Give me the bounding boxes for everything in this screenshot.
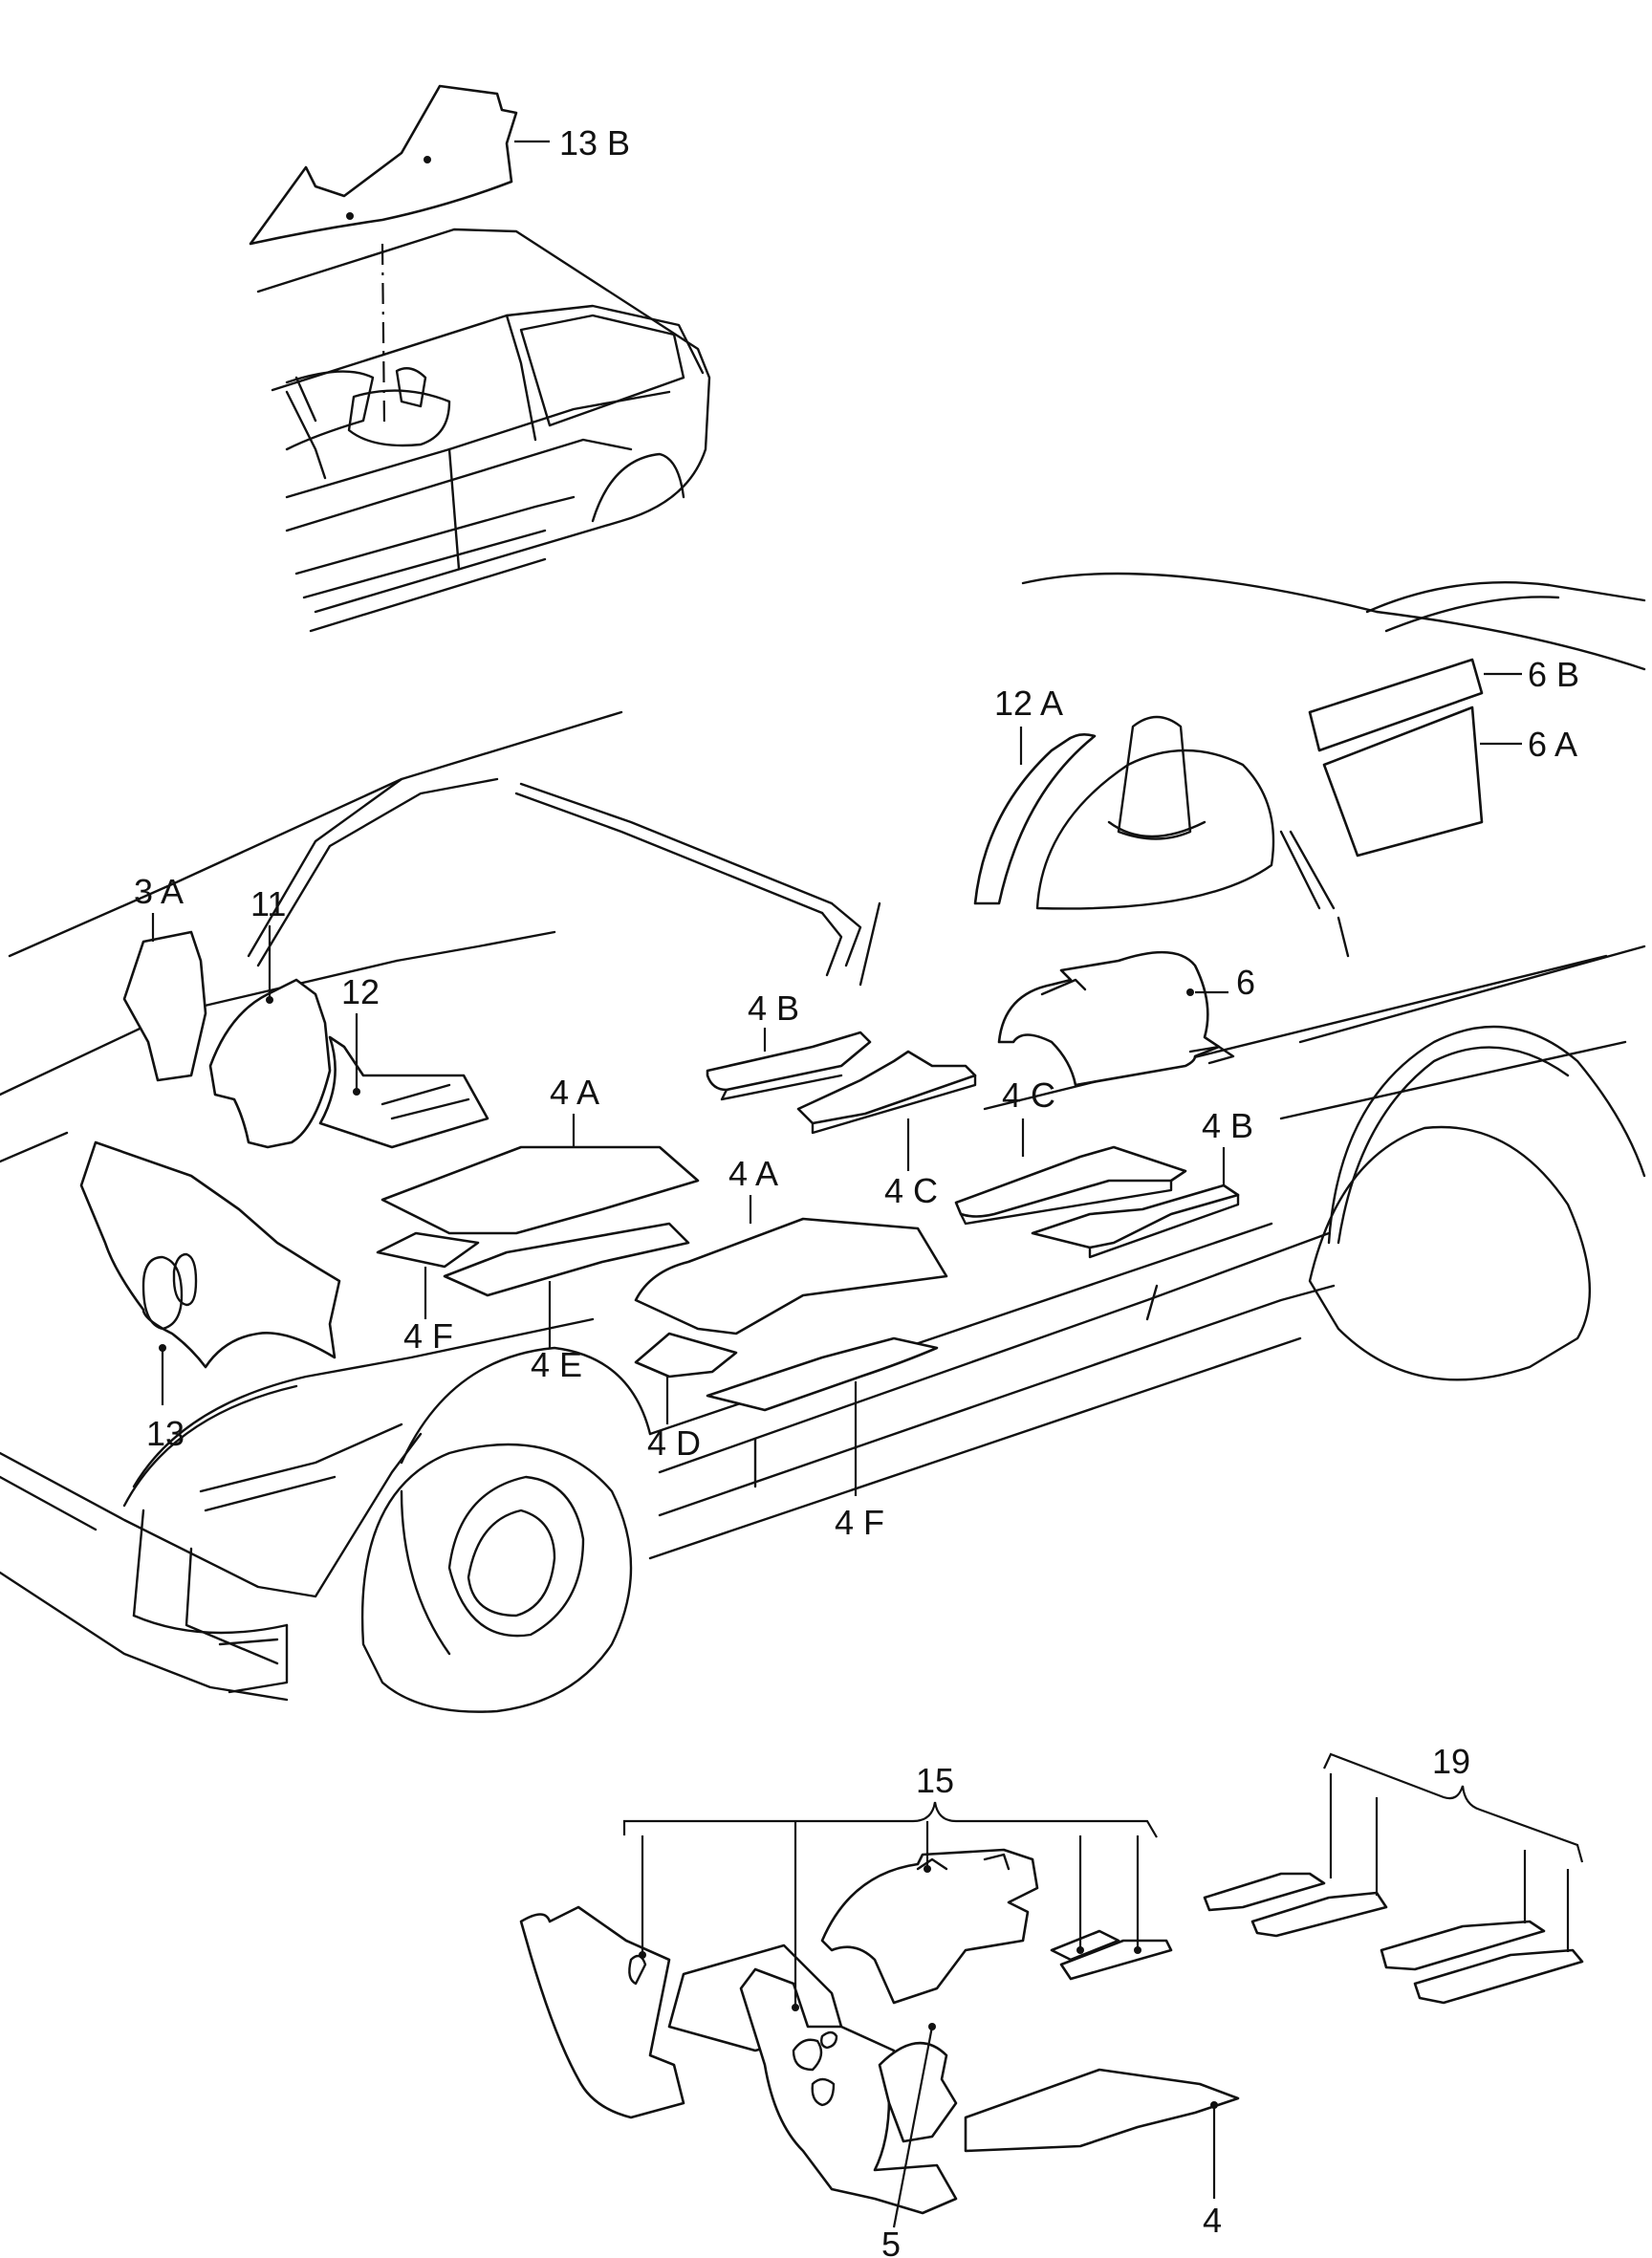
label-4d: 4 D — [647, 1423, 701, 1463]
kit-19-sill-strips — [1203, 1773, 1584, 2005]
label-6a: 6 A — [1528, 725, 1577, 764]
label-4b-left: 4 B — [748, 988, 799, 1028]
part-4f-front-small — [376, 1231, 480, 1269]
part-6b-panel — [1308, 658, 1484, 752]
part-4b-left-strip — [706, 1031, 872, 1101]
part-12-floor-front — [318, 1035, 489, 1149]
label-11: 11 — [250, 884, 286, 923]
part-4e-strip — [443, 1222, 690, 1297]
part-11-firewall-side — [208, 978, 332, 1149]
part-12a-arch-strip — [973, 733, 1097, 905]
label-13: 13 — [146, 1414, 185, 1453]
part-13b-insulation — [249, 84, 518, 246]
label-12: 12 — [341, 972, 380, 1011]
label-5: 5 — [881, 2225, 901, 2258]
label-4c-low: 4 C — [884, 1171, 938, 1210]
label-4c-right: 4 C — [1002, 1075, 1055, 1115]
label-4: 4 — [1203, 2201, 1222, 2240]
kit-15-parts — [519, 1821, 1240, 2215]
label-4f-left: 4 F — [403, 1316, 453, 1356]
wagon-inset — [256, 228, 711, 633]
label-4b-right: 4 B — [1202, 1106, 1253, 1145]
label-4e: 4 E — [531, 1345, 582, 1384]
part-4f-middle-strip — [706, 1336, 939, 1412]
kit-19-bracket — [1323, 1752, 1584, 1863]
leader-5 — [892, 2026, 934, 2228]
part-4c-top-strip — [796, 1050, 977, 1135]
part-4a-front-mat — [380, 1145, 700, 1235]
part-4b-right-strip — [1031, 1183, 1240, 1259]
label-3a: 3 A — [134, 872, 184, 911]
label-12a: 12 A — [994, 684, 1063, 723]
part-4a-middle-mat — [634, 1217, 948, 1335]
part-13-firewall — [79, 1140, 341, 1369]
label-6b: 6 B — [1528, 655, 1579, 694]
part-6a-panel — [1322, 706, 1484, 858]
label-4a-mid: 4 A — [728, 1154, 778, 1193]
part-3a-bracket — [122, 930, 207, 1082]
label-19: 19 — [1432, 1742, 1470, 1781]
label-15: 15 — [916, 1761, 954, 1800]
label-4a-left: 4 A — [550, 1073, 599, 1112]
kit-15-bracket — [622, 1801, 1158, 1838]
label-4f-mid: 4 F — [835, 1503, 884, 1542]
label-13b: 13 B — [559, 123, 630, 163]
label-6: 6 — [1236, 963, 1255, 1002]
part-6-tunnel — [997, 950, 1235, 1087]
part-4d-small — [634, 1332, 738, 1379]
part-4c-right-strip — [954, 1145, 1187, 1226]
wheel-housing — [1035, 715, 1275, 910]
